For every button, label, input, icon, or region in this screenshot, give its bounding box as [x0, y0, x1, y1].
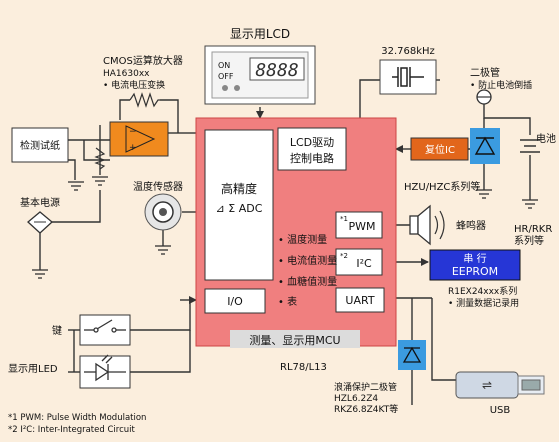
reset-ic-label: 复位IC	[425, 143, 455, 156]
diode-icon	[474, 136, 496, 155]
usb-label: USB	[490, 405, 511, 416]
feedback-resistor	[129, 92, 160, 108]
hr-line1: HR/RKR	[514, 224, 552, 235]
usb-connector-icon: ⇌	[455, 371, 545, 399]
esd-diode-icon	[402, 346, 422, 363]
hr-line2: 系列等	[514, 234, 544, 247]
i2c-block	[335, 248, 383, 276]
io-block	[204, 288, 266, 314]
eeprom-box	[429, 249, 521, 281]
esd-line3: RKZ6.8Z4KT等	[334, 403, 398, 415]
reset-ic-box	[410, 137, 469, 161]
lcd-on-label: ON	[218, 61, 230, 70]
opamp-minus-icon: −	[129, 127, 137, 137]
feature-glucose: • 血糖值测量	[278, 275, 337, 288]
adc-line1: 高精度	[221, 181, 257, 196]
led-label: 显示用LED	[8, 363, 58, 375]
svg-text:⇌: ⇌	[482, 378, 492, 392]
eeprom-line1: 串 行	[463, 252, 486, 265]
eeprom-line2: EEPROM	[452, 265, 498, 278]
switch-icon	[84, 319, 126, 333]
opamp-icon	[125, 125, 156, 153]
pwm-footnote-mark: *1	[340, 215, 348, 223]
feature-current: • 电流值测量	[278, 254, 337, 267]
lcd-off-label: OFF	[218, 72, 234, 81]
opamp-line2: HA1630xx	[103, 69, 150, 79]
ground-icon	[68, 181, 84, 191]
opamp-line1: CMOS运算放大器	[103, 54, 183, 67]
mcu-part: RL78/L13	[280, 362, 327, 373]
lcd-button-1	[222, 85, 228, 91]
lcd-digits: 8888	[255, 60, 298, 81]
crystal-box	[379, 59, 437, 95]
i2c-label: I²C	[356, 257, 372, 270]
lcd-title: 显示用LCD	[230, 27, 290, 41]
ground-icon	[476, 189, 492, 199]
bias-resistor	[94, 147, 106, 170]
mcu-title-bar	[230, 330, 360, 348]
crystal-icon	[392, 67, 424, 87]
mcu-title: 测量、显示用MCU	[249, 334, 340, 347]
pwm-label: PWM	[348, 220, 375, 233]
reference-label: 基本电源	[20, 196, 60, 209]
ground-icon	[32, 269, 48, 279]
ground-icon	[522, 199, 538, 209]
wires	[39, 79, 531, 405]
adc-line2: ⊿ Σ ADC	[216, 202, 263, 215]
led-icon	[84, 354, 126, 382]
footnote-i2c: *2 I²C: Inter-Integrated Circuit	[8, 425, 135, 435]
key-label: 键	[52, 324, 62, 337]
i2c-footnote-mark: *2	[340, 252, 348, 260]
hzu-label: HZU/HZC系列等	[404, 180, 480, 193]
diode-top-line1: 二极管	[470, 66, 500, 79]
ground-icon	[92, 176, 108, 186]
crystal-label: 32.768kHz	[381, 46, 435, 57]
esd-line1: 浪涌保护二极管	[334, 381, 397, 393]
battery-label: 电池	[536, 132, 556, 145]
test-strip-box	[11, 127, 69, 163]
uart-label: UART	[345, 294, 374, 307]
temp-sensor-label: 温度传感器	[133, 180, 183, 193]
feature-clock: • 表	[278, 295, 297, 308]
lcd-digit-window	[249, 57, 305, 81]
buzzer-icon	[409, 204, 445, 246]
lcd-driver-line1: LCD驱动	[290, 136, 334, 149]
opamp-line3: • 电流电压变换	[103, 79, 165, 91]
battery-icon	[520, 139, 540, 153]
io-label: I/O	[227, 295, 243, 308]
test-strip-label: 检测试纸	[20, 139, 60, 152]
ground-icon	[155, 245, 171, 255]
lcd-driver-block	[277, 127, 347, 171]
esd-line2: HZL6.2Z4	[334, 394, 378, 404]
eeprom-note-line2: • 测量数据记录用	[448, 297, 519, 309]
esd-diode-box	[398, 340, 426, 370]
lcd-button-2	[234, 85, 240, 91]
eeprom-note-line1: R1EX24xxx系列	[448, 285, 517, 297]
footnote-pwm: *1 PWM: Pulse Width Modulation	[8, 413, 146, 423]
diode-box	[470, 128, 500, 164]
diode-top-line2: • 防止电池倒插	[470, 79, 532, 91]
buzzer-label: 蜂鸣器	[456, 219, 486, 232]
opamp-plus-icon: +	[129, 143, 137, 153]
feature-temperature: • 温度测量	[278, 233, 327, 246]
lcd-driver-line2: 控制电路	[290, 151, 334, 165]
pwm-block	[335, 211, 383, 239]
uart-block	[335, 287, 385, 313]
adc-block	[204, 129, 274, 281]
